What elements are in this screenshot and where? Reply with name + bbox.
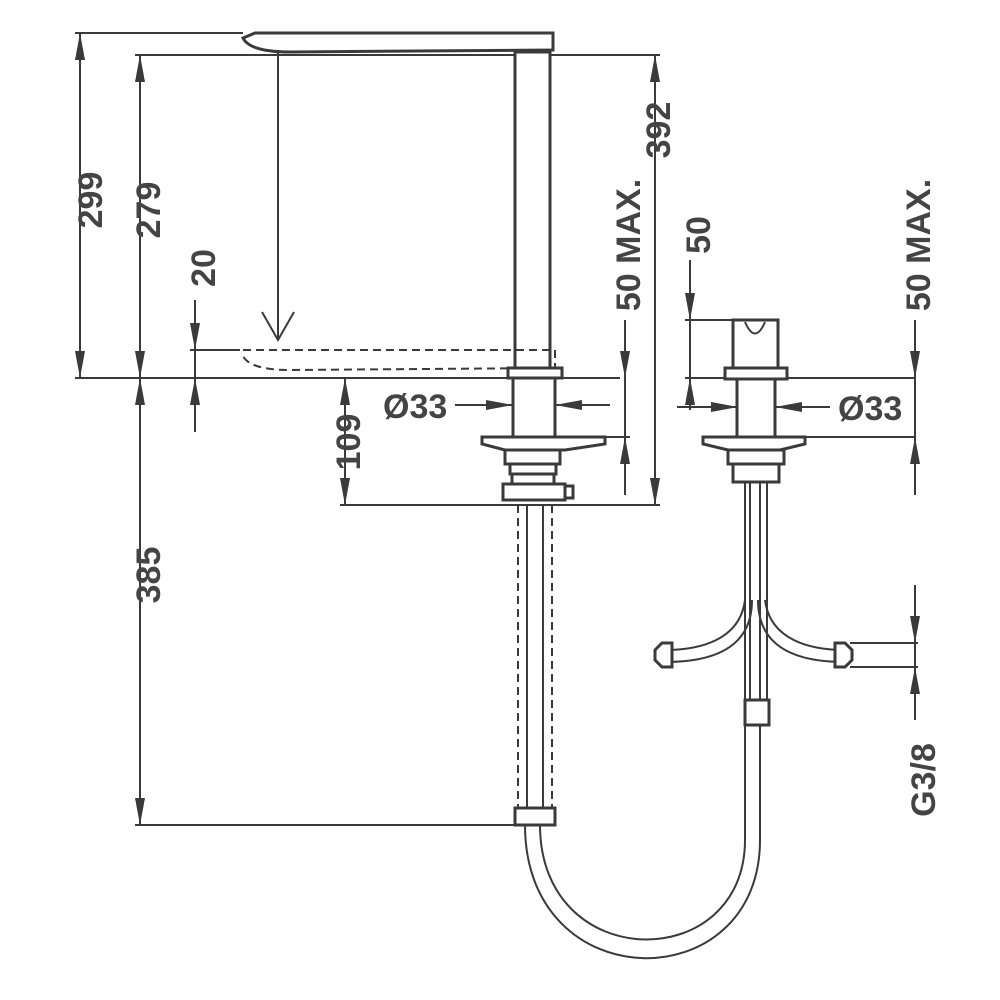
dim-g3-8: G3/8: [905, 743, 943, 817]
dim-385: 385: [130, 547, 168, 604]
dimension-lines: [75, 33, 920, 825]
dim-50: 50: [680, 216, 718, 254]
dim-50-max-left: 50 MAX.: [610, 179, 648, 311]
faucet-spout: [240, 31, 556, 372]
dimension-labels: 299 279 20 109 385 50 MAX. 392 50 50 MAX…: [72, 102, 943, 817]
faucet-hoses: [513, 480, 761, 960]
dim-109: 109: [330, 414, 368, 471]
valve-handle: [653, 318, 854, 727]
extension-lines: [75, 32, 918, 826]
faucet-base: [480, 366, 607, 502]
dim-diameter-left: Ø33: [383, 388, 447, 426]
dim-diameter-right: Ø33: [838, 390, 902, 428]
dim-392: 392: [640, 102, 678, 159]
dim-20: 20: [185, 249, 223, 287]
dim-50-max-right: 50 MAX.: [900, 179, 938, 311]
dim-279: 279: [130, 182, 168, 239]
dim-299: 299: [72, 172, 110, 229]
